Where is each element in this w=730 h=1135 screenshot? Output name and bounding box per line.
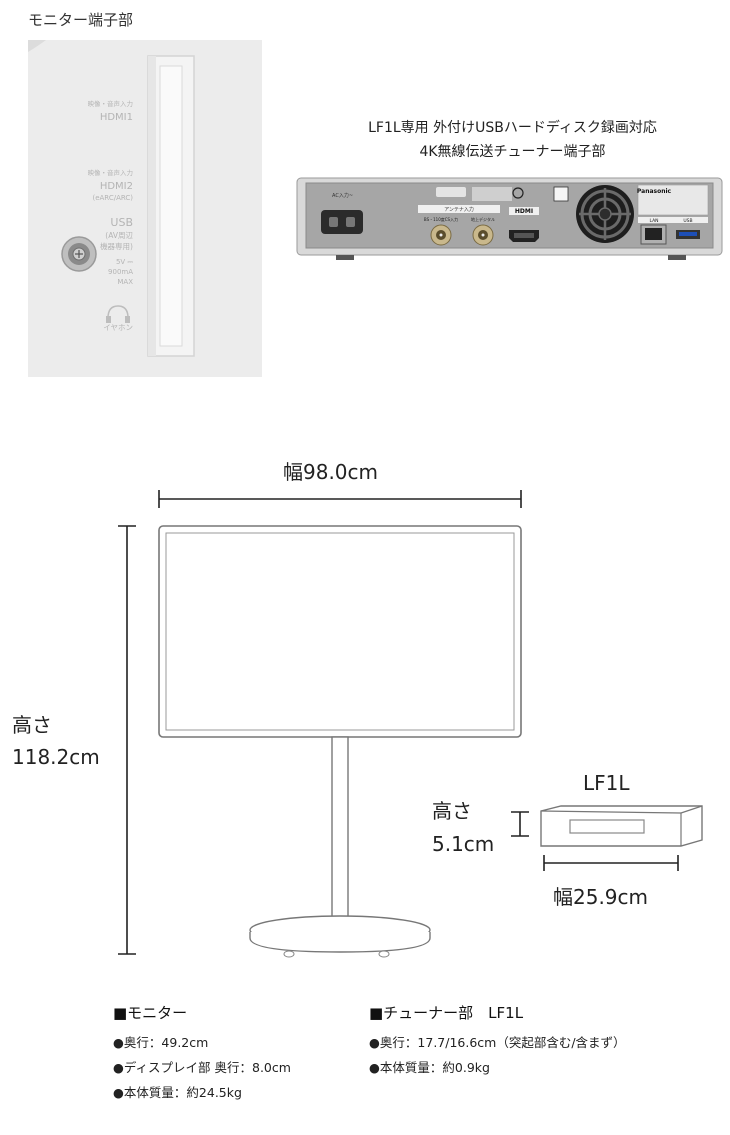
ac-inlet-icon	[321, 210, 363, 234]
hdmi-port-icon	[509, 230, 539, 242]
monitor-illustration	[158, 525, 522, 958]
brand-label: Panasonic	[637, 188, 672, 195]
monitor-specs-heading: ■モニター	[113, 1004, 188, 1022]
hdmi2-sub-label: (eARC/ARC)	[92, 194, 133, 202]
tuner-height-dimension-line	[511, 811, 529, 837]
power1-label: 5V ⎓	[116, 258, 133, 266]
tuner-back-panel-photo: AC入力~ アンテナ入力 BS・110度CS入力 地上デジタル HDMI	[296, 177, 723, 261]
dimension-diagram	[118, 490, 703, 958]
tuner-title-line2: 4K無線伝送チューナー端子部	[419, 144, 606, 160]
monitor-width-label: 幅98.0cm	[283, 460, 379, 484]
qr-code-icon	[553, 186, 569, 202]
power3-label: MAX	[117, 278, 133, 286]
tuner-specs: ■チューナー部 LF1L ●奥行：17.7/16.6cm（突起部含む/含まず） …	[369, 1002, 626, 1076]
monitor-spec-weight: ●本体質量：約24.5kg	[113, 1085, 242, 1100]
tuner-width-dimension-line	[543, 855, 679, 871]
usb-port-screw-icon	[61, 236, 97, 272]
tuner-spec-weight: ●本体質量：約0.9kg	[369, 1060, 490, 1075]
lan-port-icon	[640, 224, 667, 245]
monitor-height-dimension-line	[118, 525, 136, 955]
earphone-label: イヤホン	[103, 323, 133, 332]
tuner-spec-depth: ●奥行：17.7/16.6cm（突起部含む/含まず）	[369, 1035, 626, 1050]
tuner-terminal-title: LF1L専用 外付けUSBハードディスク録画対応 4K無線伝送チューナー端子部	[300, 116, 725, 164]
monitor-spec-depth: ●奥行：49.2cm	[113, 1035, 209, 1050]
logo-plate-1	[436, 187, 466, 197]
tuner-back-panel-illustration: AC入力~ アンテナ入力 BS・110度CS入力 地上デジタル HDMI	[296, 177, 723, 260]
tuner-specs-heading: ■チューナー部 LF1L	[369, 1004, 524, 1022]
hdmi-port-label: HDMI	[515, 208, 533, 215]
tuner-width-label: 幅25.9cm	[553, 885, 649, 909]
bs-connector-icon	[430, 224, 452, 246]
terrestrial-input-label: 地上デジタル	[471, 216, 495, 222]
usb-sub1-label: (AV周辺	[105, 231, 133, 240]
hdmi2-top-label: 映像・音声入力	[88, 168, 134, 177]
usb-sub2-label: 機器専用)	[100, 241, 133, 251]
headphone-icon	[106, 305, 130, 323]
monitor-width-dimension-line	[158, 490, 522, 508]
monitor-terminal-illustration: 映像・音声入力 HDMI1 映像・音声入力 HDMI2 (eARC/ARC) U…	[28, 40, 262, 377]
hdmi1-top-label: 映像・音声入力	[88, 99, 134, 108]
monitor-height-label: 高さ	[12, 713, 52, 737]
brand-plate	[637, 184, 709, 216]
usb-port-label: USB	[683, 218, 692, 224]
usb-port-icon	[676, 230, 700, 239]
usb-label: USB	[110, 216, 133, 229]
monitor-terminal-title: モニター端子部	[28, 11, 134, 29]
bs-input-label: BS・110度CS入力	[424, 216, 458, 222]
tuner-height-label: 高さ	[432, 799, 472, 823]
tuner-height-value: 5.1cm	[432, 832, 495, 856]
jqa-logo-icon	[512, 187, 524, 199]
antenna-input-label: アンテナ入力	[444, 206, 474, 213]
antenna-label-plate	[418, 205, 500, 213]
tuner-name-label: LF1L	[583, 771, 630, 795]
monitor-spec-display-depth: ●ディスプレイ部 奥行：8.0cm	[113, 1060, 291, 1075]
tuner-box-illustration	[540, 805, 703, 847]
terrestrial-connector-icon	[472, 224, 494, 246]
lan-label: LAN	[649, 218, 658, 224]
monitor-specs: ■モニター ●奥行：49.2cm ●ディスプレイ部 奥行：8.0cm ●本体質量…	[113, 1002, 291, 1101]
cooling-fan-icon	[576, 185, 634, 243]
hdmi2-label: HDMI2	[100, 181, 133, 192]
ac-input-label: AC入力~	[332, 192, 353, 199]
info-plate	[472, 187, 512, 201]
hdmi1-label: HDMI1	[100, 112, 133, 123]
tuner-title-line1: LF1L専用 外付けUSBハードディスク録画対応	[368, 120, 657, 136]
power2-label: 900mA	[108, 268, 133, 276]
monitor-height-value: 118.2cm	[12, 745, 100, 769]
monitor-terminal-photo: 映像・音声入力 HDMI1 映像・音声入力 HDMI2 (eARC/ARC) U…	[28, 40, 262, 377]
